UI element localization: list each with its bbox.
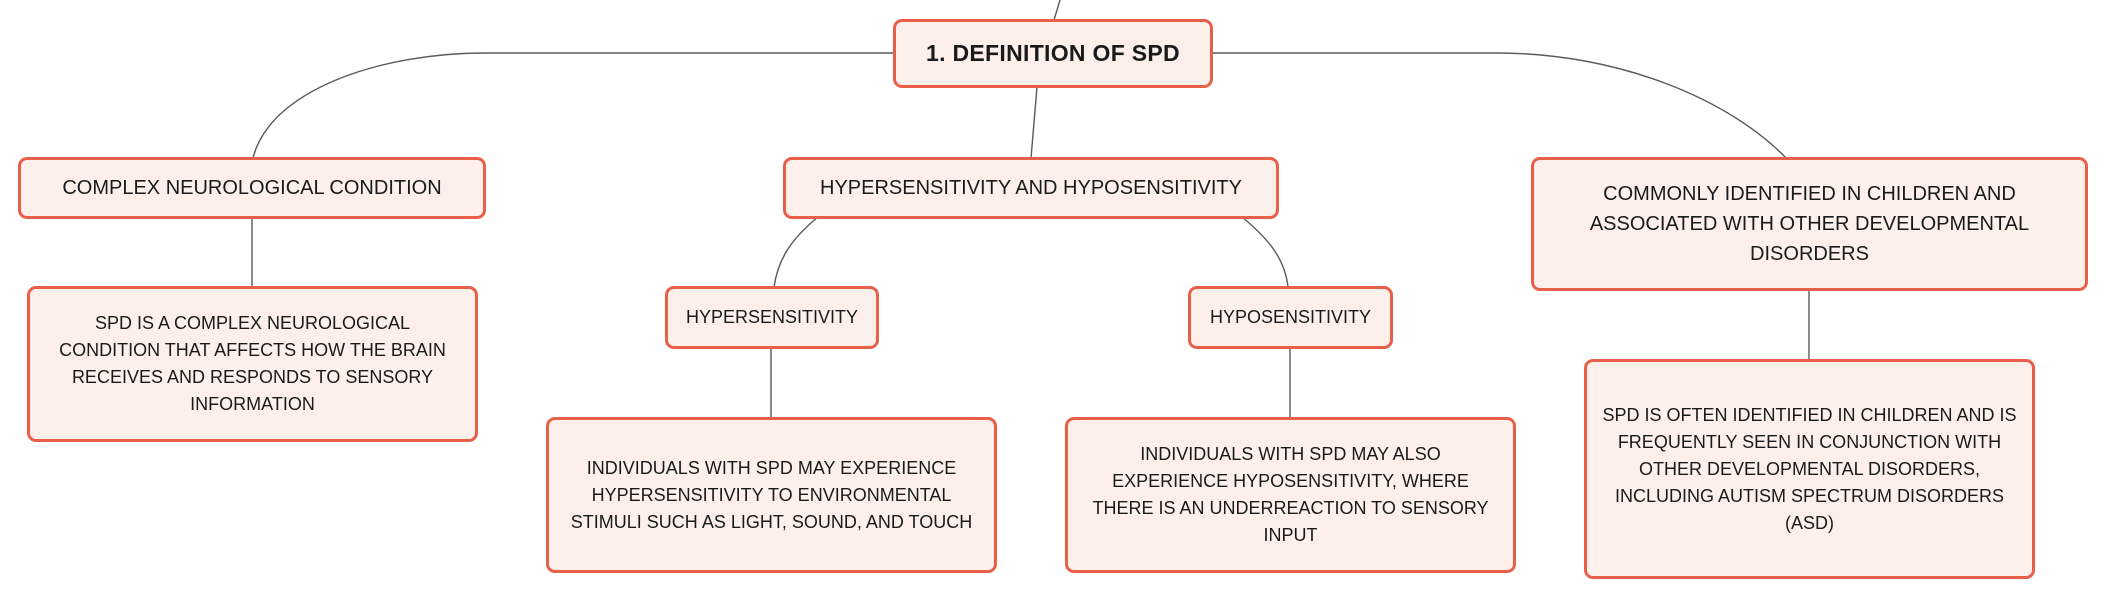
connector-sensitivity-to-hyper: [773, 216, 819, 288]
connector-root-to-complex: [252, 52, 893, 159]
hyposensitivity-detail-text: INDIVIDUALS WITH SPD MAY ALSO EXPERIENCE…: [1092, 444, 1489, 545]
branch-children-node[interactable]: COMMONLY IDENTIFIED IN CHILDREN AND ASSO…: [1531, 157, 2088, 291]
branch-sensitivity-label: HYPERSENSITIVITY AND HYPOSENSITIVITY: [820, 177, 1242, 199]
branch-sensitivity-node[interactable]: HYPERSENSITIVITY AND HYPOSENSITIVITY: [783, 157, 1279, 219]
root-node[interactable]: 1. DEFINITION OF SPD: [893, 19, 1213, 88]
branch-complex-node[interactable]: COMPLEX NEUROLOGICAL CONDITION: [18, 157, 486, 219]
hyposensitivity-detail-node[interactable]: INDIVIDUALS WITH SPD MAY ALSO EXPERIENCE…: [1065, 417, 1516, 573]
hypersensitivity-detail-text: INDIVIDUALS WITH SPD MAY EXPERIENCE HYPE…: [570, 457, 973, 532]
hyposensitivity-node[interactable]: HYPOSENSITIVITY: [1188, 286, 1393, 349]
branch-complex-label: COMPLEX NEUROLOGICAL CONDITION: [62, 177, 442, 199]
hypersensitivity-node[interactable]: HYPERSENSITIVITY: [665, 286, 879, 349]
children-detail-text: SPD IS OFTEN IDENTIFIED IN CHILDREN AND …: [1602, 404, 2017, 533]
root-label: 1. DEFINITION OF SPD: [926, 40, 1180, 66]
hypersensitivity-label: HYPERSENSITIVITY: [685, 307, 859, 327]
children-detail-node[interactable]: SPD IS OFTEN IDENTIFIED IN CHILDREN AND …: [1584, 359, 2035, 579]
complex-detail-node[interactable]: SPD IS A COMPLEX NEUROLOGICAL CONDITION …: [27, 286, 478, 442]
connector-root-to-children: [1212, 52, 1787, 159]
hyposensitivity-label: HYPOSENSITIVITY: [1209, 307, 1372, 327]
branch-children-label: COMMONLY IDENTIFIED IN CHILDREN AND ASSO…: [1589, 183, 2030, 265]
connector-parent-to-root: [1053, 0, 1061, 21]
complex-detail-text: SPD IS A COMPLEX NEUROLOGICAL CONDITION …: [59, 313, 446, 414]
hypersensitivity-detail-node[interactable]: INDIVIDUALS WITH SPD MAY EXPERIENCE HYPE…: [546, 417, 997, 573]
connector-sensitivity-to-hypo: [1241, 216, 1289, 288]
connector-root-to-sensitivity: [1030, 86, 1038, 159]
